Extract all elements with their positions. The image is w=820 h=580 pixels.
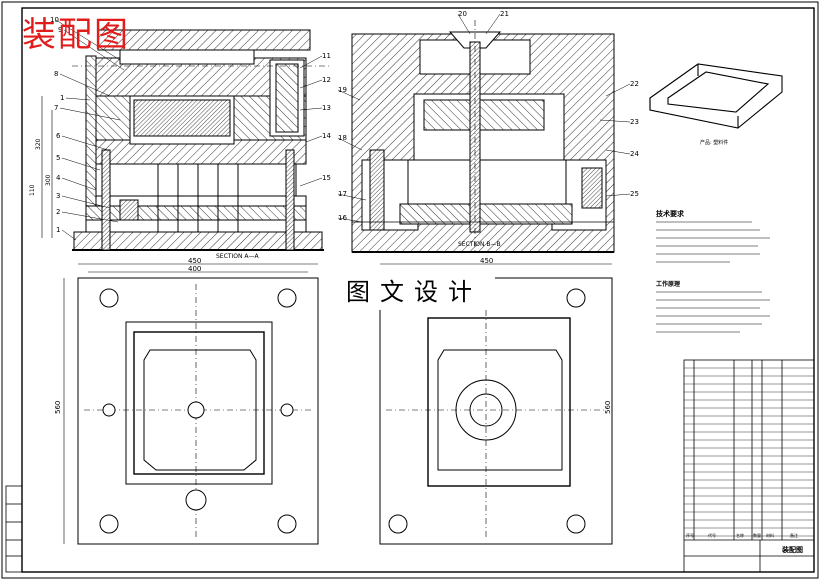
callout-left-leader (55, 19, 121, 61)
watermark-text: 图文设计 (333, 274, 495, 310)
left-margin-box (5, 485, 23, 573)
callout-right-leader (605, 193, 631, 197)
callout-right-number: 18 (338, 134, 347, 142)
callout-left-leader (59, 73, 111, 97)
parts-header-qty: 数量 (753, 532, 761, 538)
isometric-part (649, 63, 783, 129)
callout-right-number: 16 (338, 214, 347, 222)
callout-left-number: 6 (56, 132, 61, 140)
callout-left-leader (63, 29, 125, 71)
callout-right-leader (337, 89, 361, 101)
parts-list (683, 359, 815, 573)
callout-right-number: 25 (630, 190, 639, 198)
callout-right-leader (337, 193, 367, 201)
parts-list-rows (684, 367, 814, 537)
section-b-b (351, 20, 615, 253)
dim-height-small2: 300 (45, 174, 52, 186)
callout-left-leader (65, 97, 91, 101)
callout-left-number: 9 (58, 26, 62, 34)
plan-view-left (77, 277, 319, 545)
callout-left-leader (299, 107, 323, 111)
callout-left-leader (299, 79, 323, 89)
parts-header-material: 材料 (766, 532, 774, 538)
notes-block (656, 221, 770, 333)
callout-right-number: 21 (500, 10, 509, 18)
plan-view-right (379, 277, 613, 545)
callout-right-number: 17 (338, 190, 347, 198)
parts-header-no: 序号 (686, 532, 694, 538)
callout-right-number: 23 (630, 118, 639, 126)
dim-top-inner: 400 (188, 265, 201, 273)
callout-left-number: 15 (322, 174, 331, 182)
callout-right-leader (485, 13, 501, 35)
callout-right-leader (605, 149, 631, 155)
callout-left-number: 8 (54, 70, 58, 78)
callout-right-leader (605, 83, 631, 97)
parts-header-remark: 备注 (790, 532, 798, 538)
callout-left-leader (305, 135, 323, 143)
callout-left-number: 3 (56, 192, 60, 200)
dim-top-outer: 450 (188, 257, 201, 265)
callout-right-leader (337, 217, 363, 223)
callout-left-number: 7 (54, 104, 58, 112)
section-label-a: SECTION A—A (216, 253, 259, 260)
callout-left-number: 1 (60, 94, 64, 102)
callout-left-leader (61, 157, 101, 171)
inner-frame (21, 7, 815, 573)
notes-title-work: 工作原理 (656, 280, 680, 288)
dim-right-width: 450 (480, 257, 493, 265)
sheet-title: 装配图 (781, 545, 803, 554)
callout-right-leader (457, 13, 471, 35)
dim-height-left: 560 (54, 401, 62, 414)
callout-right-number: 20 (458, 10, 467, 18)
callout-left-leader (61, 195, 111, 209)
callout-left-number: 2 (56, 208, 60, 216)
callout-left-leader (61, 135, 109, 151)
dim-height-right: 560 (604, 401, 612, 414)
parts-header-code: 代号 (708, 532, 716, 538)
section-label-b: SECTION B—B (458, 241, 501, 248)
callout-right-number: 24 (630, 150, 639, 158)
section-a-a (72, 29, 330, 251)
callout-right-number: 19 (338, 86, 347, 94)
callout-left-leader (59, 107, 121, 121)
callout-left-number: 12 (322, 76, 331, 84)
callout-left-leader (299, 55, 323, 69)
callout-left-number: 4 (56, 174, 61, 182)
callout-left-number: 5 (56, 154, 60, 162)
dimension-lines (41, 96, 613, 544)
callout-right-leader (337, 137, 363, 151)
callout-left-leader (61, 211, 119, 223)
callout-right-number: 22 (630, 80, 639, 88)
callout-left-number: 11 (322, 52, 331, 60)
callout-left-leader (299, 177, 323, 187)
callout-right-leader (599, 119, 631, 123)
notes-title-tech: 技术要求 (656, 209, 685, 218)
callout-left-number: 10 (50, 16, 59, 24)
iso-label: 产品: 塑料件 (700, 139, 728, 146)
callout-left-number: 13 (322, 104, 331, 112)
callout-left-leader (61, 177, 97, 191)
callout-left-number: 1 (56, 226, 60, 234)
dim-height-small3: 110 (29, 184, 36, 196)
dim-height-small: 320 (35, 138, 42, 150)
callout-left-leader (61, 229, 77, 241)
parts-header-name: 名称 (736, 532, 744, 538)
callout-left-number: 14 (322, 132, 331, 140)
title-overlay: 装配图 (22, 15, 130, 55)
